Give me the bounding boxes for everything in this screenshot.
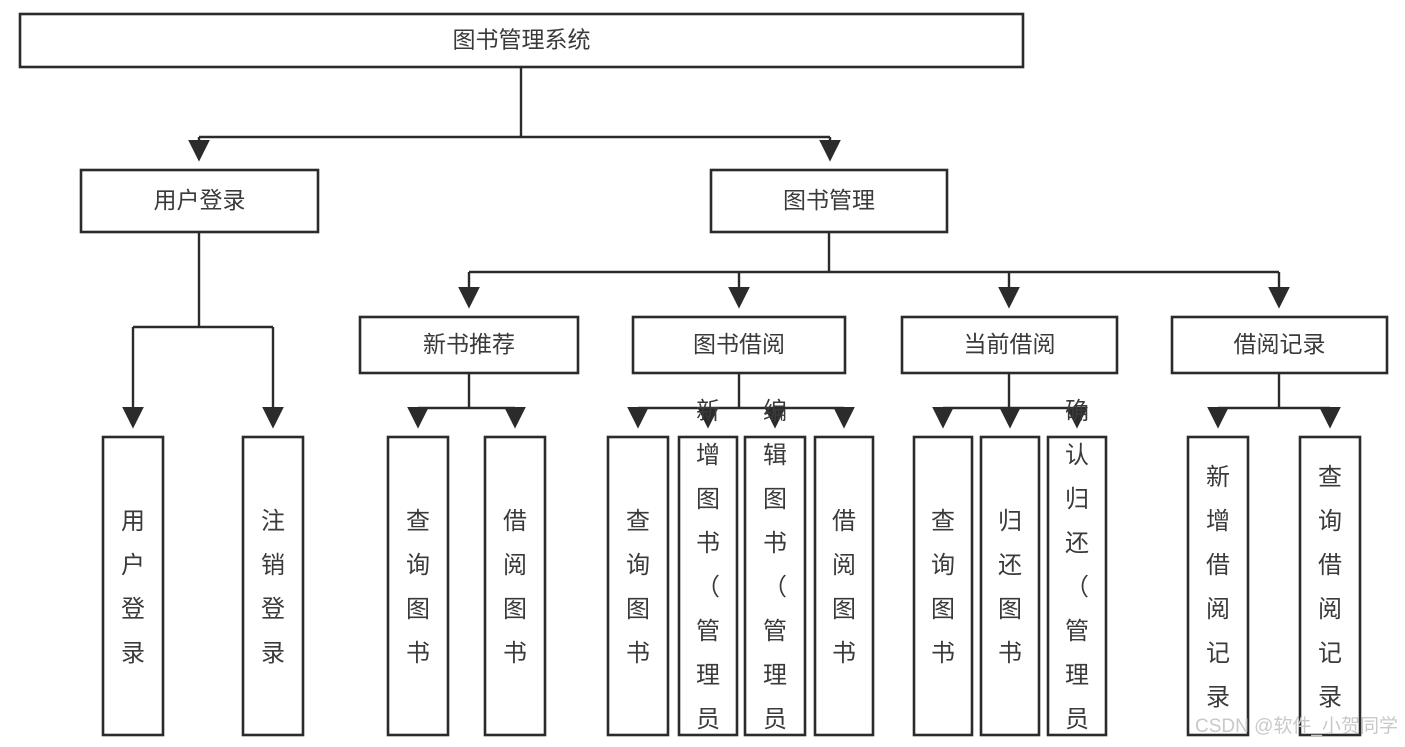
node-box-leaf-query-book-current[interactable] [912,435,974,737]
node-box-leaf-edit-book-admin[interactable] [743,435,807,737]
node-book-management[interactable]: 图书管理 [709,168,949,234]
node-box-borrow-record[interactable] [1170,315,1389,375]
node-label-leaf-confirm-return-admin: 确认归还（管理员） [1065,398,1089,747]
node-label-leaf-borrow-book: 借阅图书 [832,508,856,667]
node-box-book-management[interactable] [709,168,949,234]
node-leaf-query-book-borrow[interactable]: 查询图书 [606,435,670,737]
node-box-leaf-return-book[interactable] [979,435,1041,737]
node-label-current-borrow: 当前借阅 [964,331,1056,357]
node-label-leaf-borrow-book-recommend: 借阅图书 [503,508,527,667]
node-label-leaf-query-book-borrow: 查询图书 [626,508,650,667]
node-leaf-borrow-book-recommend[interactable]: 借阅图书 [483,435,547,737]
node-box-leaf-add-book-admin[interactable] [677,435,739,737]
node-leaf-borrow-book[interactable]: 借阅图书 [813,435,875,737]
watermark-text: CSDN @软件_小贺同学 [1195,715,1398,737]
node-box-leaf-query-book-recommend[interactable] [386,435,450,737]
node-label-root: 图书管理系统 [453,27,591,53]
node-label-user-login: 用户登录 [154,187,246,213]
node-box-leaf-borrow-book-recommend[interactable] [483,435,547,737]
node-label-book-management: 图书管理 [783,187,875,213]
node-box-user-login[interactable] [79,168,320,234]
node-label-leaf-edit-book-admin: 编辑图书（管理员） [763,398,787,747]
node-label-book-borrow: 图书借阅 [693,331,785,357]
node-label-leaf-add-book-admin: 新增图书（管理员） [696,398,720,747]
node-leaf-query-book-current[interactable]: 查询图书 [912,435,974,737]
node-label-leaf-query-borrow-record: 查询借阅记录 [1318,464,1342,711]
node-root[interactable]: 图书管理系统 [18,12,1025,69]
node-leaf-query-book-recommend[interactable]: 查询图书 [386,435,450,737]
node-box-leaf-add-borrow-record[interactable] [1186,435,1250,737]
node-label-leaf-return-book: 归还图书 [998,508,1022,667]
node-current-borrow[interactable]: 当前借阅 [900,315,1119,375]
nodes-layer: 图书管理系统用户登录图书管理新书推荐图书借阅当前借阅借阅记录用户登录注销登录查询… [18,12,1389,747]
node-box-leaf-query-borrow-record[interactable] [1298,435,1362,737]
node-leaf-confirm-return-admin[interactable]: 确认归还（管理员） [1046,398,1108,747]
node-leaf-edit-book-admin[interactable]: 编辑图书（管理员） [743,398,807,747]
node-book-borrow[interactable]: 图书借阅 [631,315,847,375]
node-box-current-borrow[interactable] [900,315,1119,375]
connector-layer [122,67,1341,429]
node-box-leaf-logout[interactable] [241,435,305,737]
node-leaf-add-book-admin[interactable]: 新增图书（管理员） [677,398,739,747]
node-label-leaf-add-borrow-record: 新增借阅记录 [1206,464,1230,711]
node-box-leaf-borrow-book[interactable] [813,435,875,737]
node-box-new-book-recommend[interactable] [358,315,580,375]
node-label-new-book-recommend: 新书推荐 [423,331,515,357]
node-box-book-borrow[interactable] [631,315,847,375]
node-box-leaf-query-book-borrow[interactable] [606,435,670,737]
node-label-leaf-query-book-current: 查询图书 [931,508,955,667]
node-new-book-recommend[interactable]: 新书推荐 [358,315,580,375]
node-box-leaf-user-login[interactable] [101,435,165,737]
node-box-leaf-confirm-return-admin[interactable] [1046,435,1108,737]
node-label-leaf-user-login: 用户登录 [121,508,145,667]
node-label-borrow-record: 借阅记录 [1234,331,1326,357]
node-leaf-user-login[interactable]: 用户登录 [101,435,165,737]
node-leaf-return-book[interactable]: 归还图书 [979,435,1041,737]
node-box-root[interactable] [18,12,1025,69]
node-leaf-add-borrow-record[interactable]: 新增借阅记录 [1186,435,1250,737]
node-label-leaf-query-book-recommend: 查询图书 [406,508,430,667]
node-user-login[interactable]: 用户登录 [79,168,320,234]
node-leaf-logout[interactable]: 注销登录 [241,435,305,737]
node-leaf-query-borrow-record[interactable]: 查询借阅记录 [1298,435,1362,737]
node-label-leaf-logout: 注销登录 [261,508,285,667]
node-borrow-record[interactable]: 借阅记录 [1170,315,1389,375]
